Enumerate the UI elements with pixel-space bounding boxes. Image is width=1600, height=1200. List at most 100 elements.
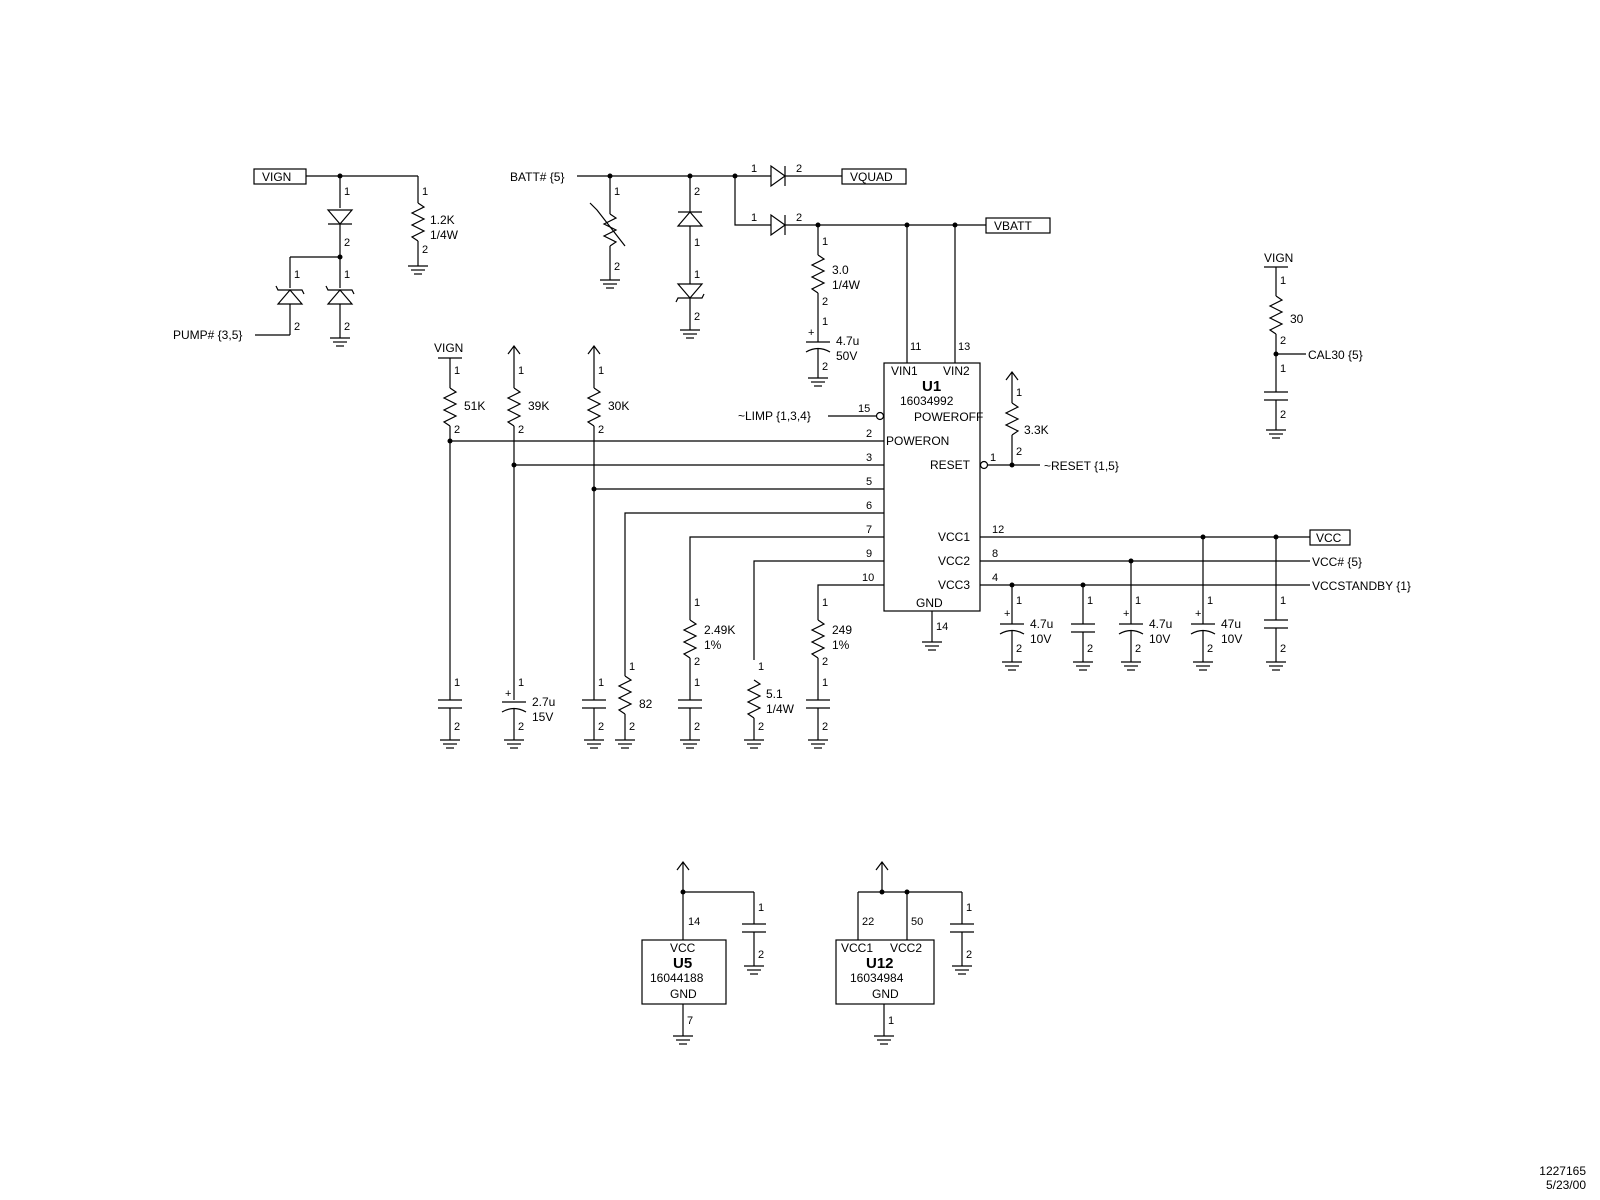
svg-text:39K: 39K [528,399,549,413]
resistor-symbol [617,675,633,715]
svg-text:1: 1 [518,677,524,689]
svg-text:4.7u: 4.7u [1030,617,1053,631]
svg-text:GND: GND [916,596,943,610]
svg-text:+: + [808,327,814,339]
svg-text:VCC1: VCC1 [841,941,873,955]
svg-text:+: + [505,688,511,700]
svg-text:1: 1 [1280,363,1286,375]
diode-symbol [770,213,787,237]
vcc-port [1309,529,1351,546]
reset-net-label: ~RESET {1,5} [1044,459,1119,473]
u5-part-number: 16044188 [650,971,704,985]
svg-text:1: 1 [518,365,524,377]
svg-text:2: 2 [454,424,460,436]
svg-text:2: 2 [822,361,828,373]
svg-text:1: 1 [751,163,757,175]
svg-text:82: 82 [639,697,653,711]
svg-text:2: 2 [694,721,700,733]
svg-text:2: 2 [1135,643,1141,655]
u1-reference: U1 [922,378,941,395]
svg-text:7: 7 [866,524,872,536]
resistor-symbol [810,254,826,294]
svg-text:2: 2 [1280,643,1286,655]
svg-text:5.1: 5.1 [766,687,783,701]
svg-text:VCC1: VCC1 [938,530,970,544]
svg-text:1: 1 [1280,275,1286,287]
resistor-symbol [1268,295,1284,335]
svg-text:7: 7 [687,1015,693,1027]
svg-text:2: 2 [1280,409,1286,421]
svg-text:10V: 10V [1030,632,1051,646]
svg-text:8: 8 [992,548,998,560]
svg-text:2: 2 [758,721,764,733]
limp-net-label: ~LIMP {1,3,4} [738,409,811,423]
svg-text:1: 1 [822,677,828,689]
vign-net-label: VIGN [434,341,463,355]
svg-text:+: + [1123,608,1129,620]
svg-text:2: 2 [694,186,700,198]
svg-text:9: 9 [866,548,872,560]
vign-net-label: VIGN [1264,251,1293,265]
svg-text:1: 1 [422,186,428,198]
svg-text:VCC3: VCC3 [938,578,970,592]
svg-text:POWEROFF: POWEROFF [914,410,983,424]
svg-text:5: 5 [866,476,872,488]
svg-text:13: 13 [958,341,970,353]
svg-text:1: 1 [598,365,604,377]
cal30-net-label: CAL30 {5} [1308,348,1363,362]
svg-text:2: 2 [454,721,460,733]
svg-text:1: 1 [1280,595,1286,607]
svg-text:1: 1 [694,269,700,281]
power-arrow [1005,371,1019,381]
vbatt-port-label: VBATT [994,219,1032,233]
svg-text:+: + [1195,608,1201,620]
svg-text:2: 2 [694,311,700,323]
svg-text:47u: 47u [1221,617,1241,631]
svg-text:1: 1 [1135,595,1141,607]
svg-text:1/4W: 1/4W [430,228,459,242]
svg-text:2: 2 [796,163,802,175]
svg-text:1: 1 [822,316,828,328]
inversion-bubble [979,460,989,470]
svg-text:30K: 30K [608,399,629,413]
vquad-port-label: VQUAD [850,170,893,184]
vccstandby-net-label: VCCSTANDBY {1} [1312,579,1411,593]
svg-text:2: 2 [422,244,428,256]
svg-text:1: 1 [822,597,828,609]
u1-part-number: 16034992 [900,394,954,408]
u5-chip: 14 VCC U5 16044188 GND 7 1 2 [641,861,766,1045]
svg-text:2: 2 [344,321,350,333]
zener-diode-symbol [326,289,354,305]
svg-text:2: 2 [822,296,828,308]
vcc-decoupling-capacitors: + 1 2 4.7u 10V 1 2 + 1 2 4.7u 10V + 1 2 [999,534,1288,671]
svg-text:249: 249 [832,623,852,637]
power-arrow [587,345,601,355]
resistor-symbol [506,387,522,427]
svg-text:4: 4 [992,572,998,584]
svg-text:1: 1 [598,677,604,689]
zener-diode-symbol [676,283,704,299]
svg-text:51K: 51K [464,399,485,413]
svg-text:GND: GND [670,987,697,1001]
svg-text:2: 2 [822,656,828,668]
svg-text:10V: 10V [1221,632,1242,646]
svg-text:10V: 10V [1149,632,1170,646]
svg-text:10: 10 [862,572,874,584]
svg-text:2: 2 [866,428,872,440]
u12-chip: 22 50 VCC1 VCC2 U12 16034984 GND 1 1 2 [835,861,974,1045]
cal30-circuit: VIGN 1 2 30 CAL30 {5} 1 2 [1264,251,1363,439]
svg-text:1: 1 [694,677,700,689]
svg-text:1: 1 [990,452,996,464]
svg-text:2: 2 [1280,335,1286,347]
svg-text:50: 50 [911,916,923,928]
svg-text:1: 1 [1207,595,1213,607]
svg-text:2: 2 [822,721,828,733]
diode-symbol [326,209,354,225]
resistor-symbol [1004,402,1020,436]
power-arrow [875,861,889,871]
svg-text:2: 2 [758,949,764,961]
svg-text:30: 30 [1290,312,1304,326]
drawing-date: 5/23/00 [1545,1178,1586,1192]
svg-text:1: 1 [694,597,700,609]
